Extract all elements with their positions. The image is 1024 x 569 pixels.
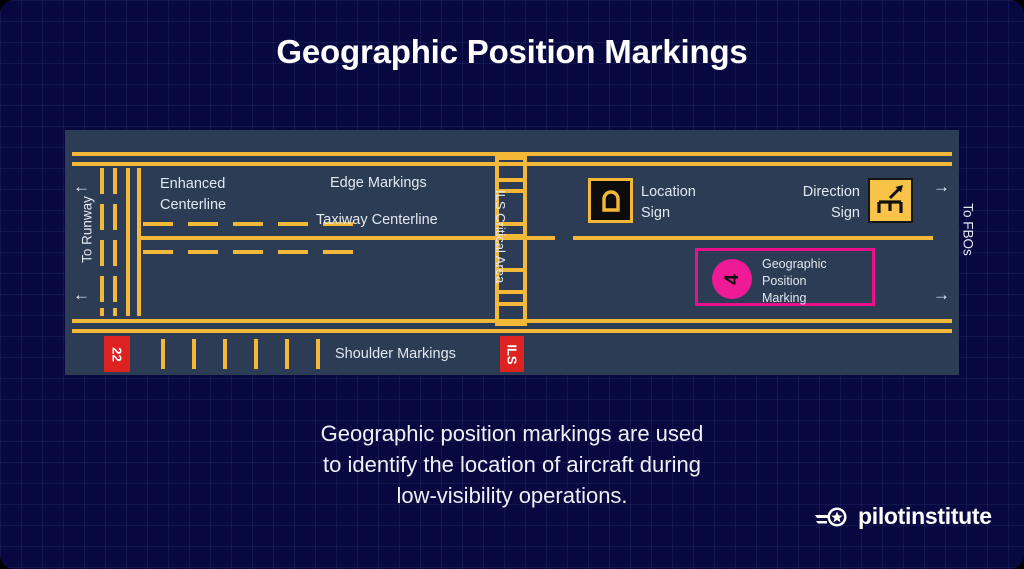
arrow-left-top-icon: ← <box>73 177 90 196</box>
arrow-right-top-icon: → <box>933 177 950 196</box>
ils-holding-position-sign: ILS <box>500 336 524 372</box>
direction-sign-label-line2: Sign <box>830 204 860 221</box>
shoulder-marking-tick <box>316 339 320 369</box>
direction-sign-letter-e-icon <box>877 200 903 213</box>
ils-critical-area-ladder-marking <box>495 156 527 326</box>
ils-critical-area-label: ILS Critical Area <box>493 190 508 284</box>
location-sign-icon <box>588 178 633 223</box>
enhanced-centerline-label-line1: Enhanced <box>160 176 226 192</box>
location-sign-label-line2: Sign <box>641 204 671 221</box>
logo-brand-second: institute <box>905 503 992 529</box>
taxiway-centerline-right <box>573 236 933 240</box>
shoulder-markings-label: Shoulder Markings <box>335 346 456 362</box>
runway-22-sign-text: 22 <box>109 346 125 362</box>
gpm-label-line3: Marking <box>762 290 807 305</box>
taxiway-centerline-label: Taxiway Centerline <box>316 212 438 228</box>
shoulder-marking-tick <box>192 339 196 369</box>
direction-sign-arrow-icon <box>888 185 903 200</box>
geographic-position-marking-circle: 4 <box>712 259 752 299</box>
shoulder-marking-tick <box>223 339 227 369</box>
direction-sign-label-line1: Direction <box>802 184 860 200</box>
direction-sign-label: Direction Sign <box>745 182 860 223</box>
location-sign-label: Location Sign <box>641 182 696 223</box>
taxiway-centerline-solid <box>140 236 555 240</box>
to-fbos-label: To FBOs <box>960 203 976 256</box>
gpm-label-line2: Position <box>762 273 807 288</box>
geographic-position-marking-label: Geographic Position Marking <box>762 256 827 306</box>
direction-sign-icon <box>868 178 913 223</box>
geographic-position-marking-callout: 4 Geographic Position Marking <box>695 248 875 306</box>
shoulder-marking-tick <box>161 339 165 369</box>
shoulder-marking-tick <box>254 339 258 369</box>
edge-marking-line-top-inner <box>72 162 952 166</box>
to-runway-label: To Runway <box>79 196 95 263</box>
enhanced-centerline-label: Enhanced Centerline <box>160 174 226 216</box>
geographic-position-marking-number: 4 <box>721 273 743 285</box>
logo-brand-first: pilot <box>858 503 906 529</box>
pilot-institute-logo: pilotinstitute <box>815 503 992 530</box>
page-title: Geographic Position Markings <box>276 33 748 70</box>
shoulder-marking-tick <box>285 339 289 369</box>
edge-marking-line-bottom-inner <box>72 319 952 323</box>
arrow-right-bottom-icon: → <box>933 285 950 304</box>
gpm-label-line1: Geographic <box>762 257 827 271</box>
arrow-left-bottom-icon: ← <box>73 285 90 304</box>
ils-holding-position-sign-text: ILS <box>504 343 520 365</box>
caption-line3: low-visibility operations. <box>396 483 628 509</box>
enhanced-centerline-marking <box>100 168 150 316</box>
edge-marking-line-top-outer <box>72 152 952 156</box>
caption-line2: to identify the location of aircraft dur… <box>323 452 701 478</box>
logo-wordmark: pilotinstitute <box>858 503 992 530</box>
runway-22-sign: 22 <box>104 336 130 372</box>
caption: Geographic position markings are used to… <box>0 418 1024 512</box>
taxiway-diagram-panel: ← ← To Runway → → To FBOs Enhanced Cente… <box>65 130 976 375</box>
location-sign-label-line1: Location <box>641 184 696 200</box>
edge-marking-line-bottom-outer <box>72 329 952 333</box>
caption-line1: Geographic position markings are used <box>320 421 704 446</box>
winged-star-badge-icon <box>815 507 847 526</box>
edge-markings-label: Edge Markings <box>330 175 427 191</box>
enhanced-centerline-label-line2: Centerline <box>160 197 227 214</box>
